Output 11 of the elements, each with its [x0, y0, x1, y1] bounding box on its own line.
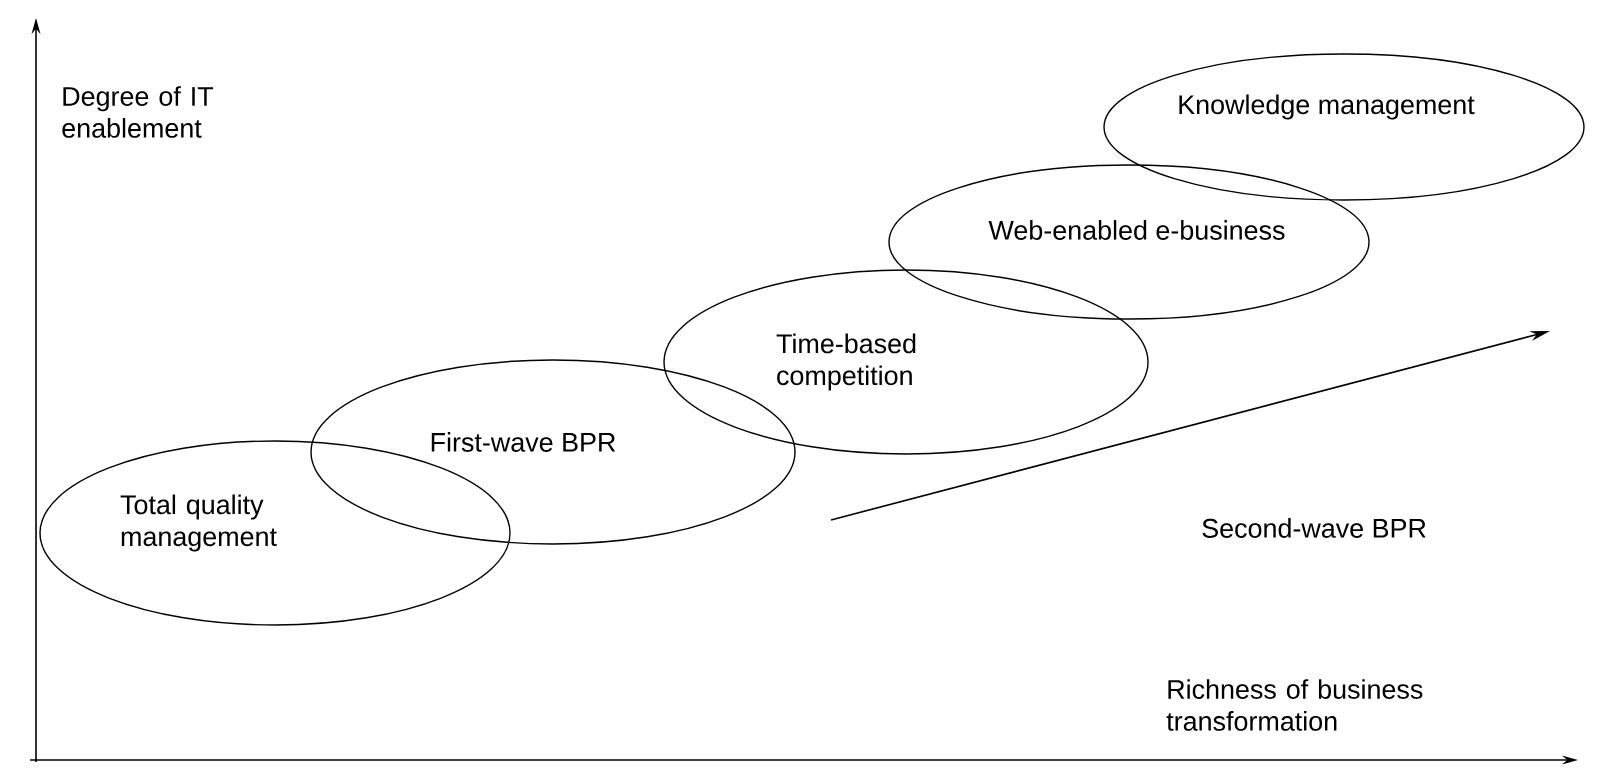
- ellipse-label: Web-enabled e-business: [988, 220, 1285, 240]
- ellipse-label: Time-based competition: [776, 333, 916, 391]
- axis-label: Richness of business transformation: [1166, 679, 1423, 731]
- ellipse-label: Knowledge management: [1179, 94, 1475, 120]
- ellipse-label: Total quality management: [120, 494, 277, 552]
- axis-label: Second-wave BPR: [1202, 518, 1426, 538]
- ellipse: [888, 164, 1370, 320]
- ellipse-label: First-wave BPR: [431, 432, 616, 452]
- axis-label: Degree of IT enablement: [62, 86, 214, 138]
- ellipse: [1103, 53, 1585, 201]
- ellipse: [663, 269, 1149, 455]
